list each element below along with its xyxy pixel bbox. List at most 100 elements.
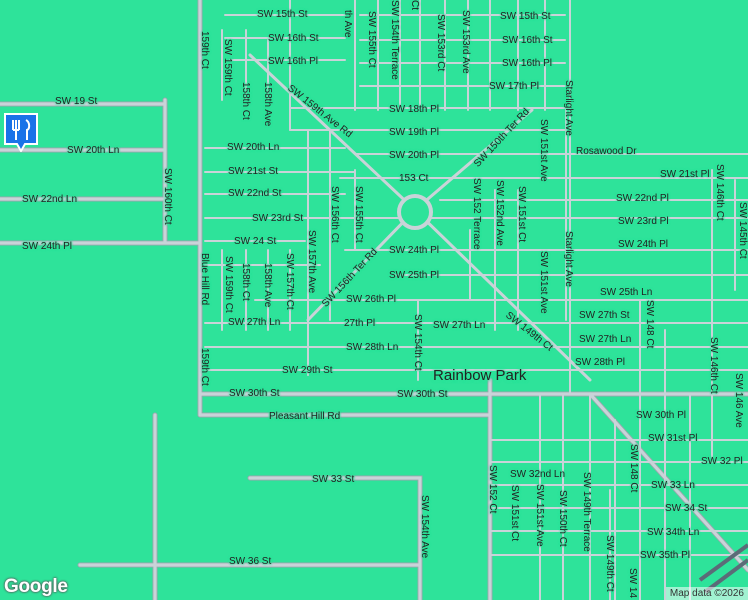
- street-label: SW 22nd Pl: [616, 193, 669, 204]
- street-label: SW 27th St: [579, 310, 630, 321]
- street-label: 159th Ct: [199, 348, 210, 386]
- restaurant-marker[interactable]: [3, 112, 39, 152]
- street-label: SW 33 Ln: [651, 480, 695, 491]
- street-label: SW 154th Terrace: [389, 0, 400, 80]
- street-label: SW 34th Ln: [647, 527, 700, 538]
- street-label: 158th Ct: [240, 82, 251, 120]
- street-label: SW 21st St: [228, 166, 279, 177]
- street-label: 158th Ave: [262, 263, 273, 308]
- street-label: SW 27th Ln: [228, 317, 281, 328]
- street-label: SW 148 Ct: [644, 300, 655, 349]
- street-label: SW 154th Ave: [419, 495, 430, 559]
- street-label: SW 19 St: [55, 96, 98, 107]
- street-label: SW 30th St: [229, 388, 280, 399]
- street-label: Ct: [409, 0, 420, 10]
- street-label: SW 153rd Ave: [460, 10, 471, 74]
- street-label: SW 17th Pl: [489, 81, 540, 92]
- street-label: SW 157th Ct: [284, 253, 295, 310]
- street-label: SW 151st Ave: [538, 119, 549, 182]
- street-label: 158th Ct: [240, 263, 251, 301]
- street-label: SW 155th Ct: [366, 11, 377, 68]
- roundabout: [397, 194, 433, 230]
- place-label-rainbow-park: Rainbow Park: [433, 367, 527, 384]
- street-label: SW 16th Pl: [502, 58, 553, 69]
- street-label: SW 16th Pl: [268, 56, 319, 67]
- street-label: SW 19th Pl: [389, 127, 440, 138]
- street-label: SW 24th Pl: [389, 245, 440, 256]
- street-label: SW 151st Ct: [516, 186, 527, 243]
- street-label: SW 148 Ct: [628, 444, 639, 493]
- street-label: SW 151st Ave: [534, 484, 545, 547]
- street-label: Rosawood Dr: [576, 146, 637, 157]
- street-label: SW 28th Pl: [575, 357, 626, 368]
- street-label: SW 18th Pl: [389, 104, 440, 115]
- street-label: SW 26th Pl: [346, 294, 397, 305]
- street-label: SW 20th Pl: [389, 150, 440, 161]
- street-label: SW 30th St: [397, 389, 448, 400]
- street-label: SW 20th Ln: [227, 142, 280, 153]
- street-label: 153 Ct: [399, 173, 429, 184]
- street-label: th Ave: [342, 10, 353, 38]
- street-label: SW 150th Ct: [557, 490, 568, 547]
- street-label: SW 31st Pl: [648, 433, 698, 444]
- street-label: SW 146 Ave: [733, 373, 744, 428]
- street-label: SW 153rd Ct: [435, 14, 446, 72]
- street-label: SW 159th Ct: [222, 39, 233, 96]
- street-label: SW 149th Terrace: [581, 472, 592, 552]
- street-label: SW 35th Pl: [640, 550, 691, 561]
- street-label: SW 32nd Ln: [510, 469, 566, 480]
- street-label: SW 27th Ln: [433, 320, 486, 331]
- street-label: SW 155th Ct: [353, 186, 364, 243]
- street-label: SW 25th Pl: [389, 270, 440, 281]
- street-label: Starlight Ave: [563, 80, 574, 136]
- street-label: SW 24th Pl: [618, 239, 669, 250]
- street-label: SW 29th St: [282, 365, 333, 376]
- street-label: SW 20th Ln: [67, 145, 120, 156]
- map-attribution: Map data ©2026: [665, 587, 748, 600]
- street-label: SW 32 Pl: [701, 456, 743, 467]
- street-label: 159th Ct: [199, 31, 210, 69]
- street-label: SW 15th St: [500, 11, 551, 22]
- street-label: Pleasant Hill Rd: [269, 411, 341, 422]
- street-label: SW 156th Ct: [329, 186, 340, 243]
- street-label: SW 160th Ct: [162, 168, 173, 225]
- street-label: SW 151st Ct: [509, 485, 520, 542]
- street-label: SW 22nd St: [228, 188, 282, 199]
- street-label: SW 23rd St: [252, 213, 304, 224]
- street-label: SW 36 St: [229, 556, 272, 567]
- street-label: SW 154th Ct: [412, 314, 423, 371]
- street-label: SW 16th St: [502, 35, 553, 46]
- street-label: SW 151st Ave: [538, 251, 549, 314]
- street-label: SW 14: [627, 568, 638, 599]
- street-label: SW 15th St: [257, 9, 308, 20]
- street-label: Blue Hill Rd: [199, 253, 210, 306]
- street-label: SW 30th Pl: [636, 410, 687, 421]
- minor-roads: [204, 0, 748, 600]
- street-label: Starlight Ave: [563, 231, 574, 287]
- street-label: 158th Ave: [262, 82, 273, 127]
- street-label: SW 159th Ct: [223, 256, 234, 313]
- street-label: SW 145th Ct: [737, 202, 748, 259]
- street-label: SW 23rd Pl: [618, 216, 669, 227]
- rail-line: [698, 543, 748, 594]
- street-label: SW 24th Pl: [22, 241, 73, 252]
- street-label: SW 33 St: [312, 474, 355, 485]
- street-label: SW 146th Ct: [708, 337, 719, 394]
- street-label: SW 21st Pl: [660, 169, 710, 180]
- street-label: SW 22nd Ln: [22, 194, 78, 205]
- street-label: SW 152 Terrace: [471, 178, 482, 250]
- street-label: SW 24 St: [234, 236, 277, 247]
- street-label: SW 27th Ln: [579, 334, 632, 345]
- street-label: 27th Pl: [344, 318, 376, 329]
- street-label: SW 157th Ave: [306, 230, 317, 294]
- google-logo: Google: [4, 576, 68, 597]
- street-label: SW 25th Ln: [600, 287, 653, 298]
- restaurant-icon: [4, 113, 38, 152]
- street-label: SW 34 St: [665, 503, 708, 514]
- street-label: SW 28th Ln: [346, 342, 399, 353]
- street-label: SW 149th Ct: [604, 535, 615, 592]
- street-label: SW 146th Ct: [714, 164, 725, 221]
